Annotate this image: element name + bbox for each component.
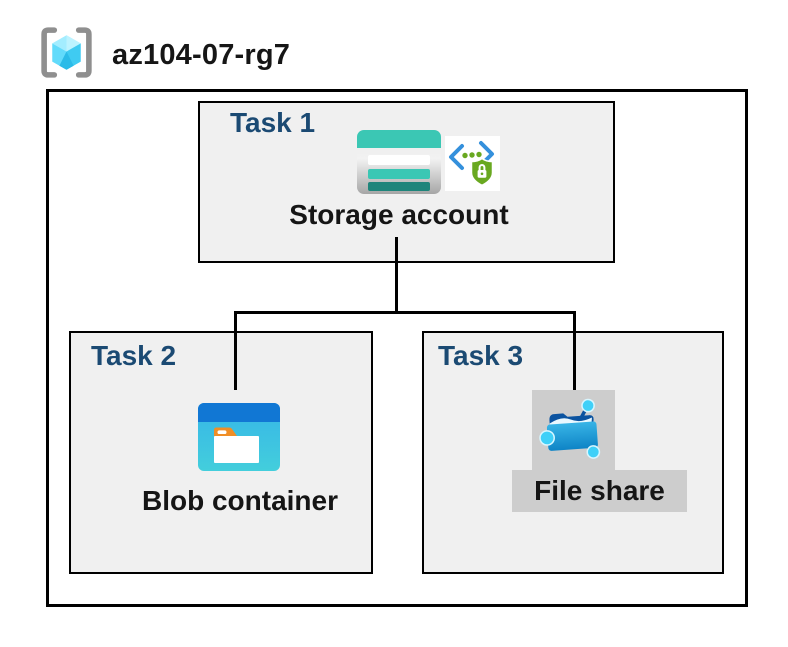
task2-label: Task 2 [91,340,177,371]
blob-container-icon [198,403,280,471]
connector-to-file-share [573,311,576,395]
task1-box: Task 1 Storage account [198,101,615,263]
file-share-label-background: File share [512,470,687,512]
task3-label: Task 3 [438,340,524,371]
file-share-icon-background [532,390,615,470]
blob-container-label: Blob container [141,485,339,516]
connector-branch [234,311,576,314]
resource-group-icon [41,27,92,78]
task1-label: Task 1 [230,107,316,138]
storage-account-label: Storage account [289,199,509,230]
connector-to-blob-container [234,311,237,390]
storage-account-icon [357,130,441,194]
resource-group-name: az104-07-rg7 [112,39,291,71]
file-share-icon [539,398,601,459]
task2-box: Task 2 Blob container [69,331,373,574]
file-share-label: File share [534,475,665,506]
connector-storage-stem [395,237,398,312]
secure-access-endpoint-icon [445,136,500,191]
